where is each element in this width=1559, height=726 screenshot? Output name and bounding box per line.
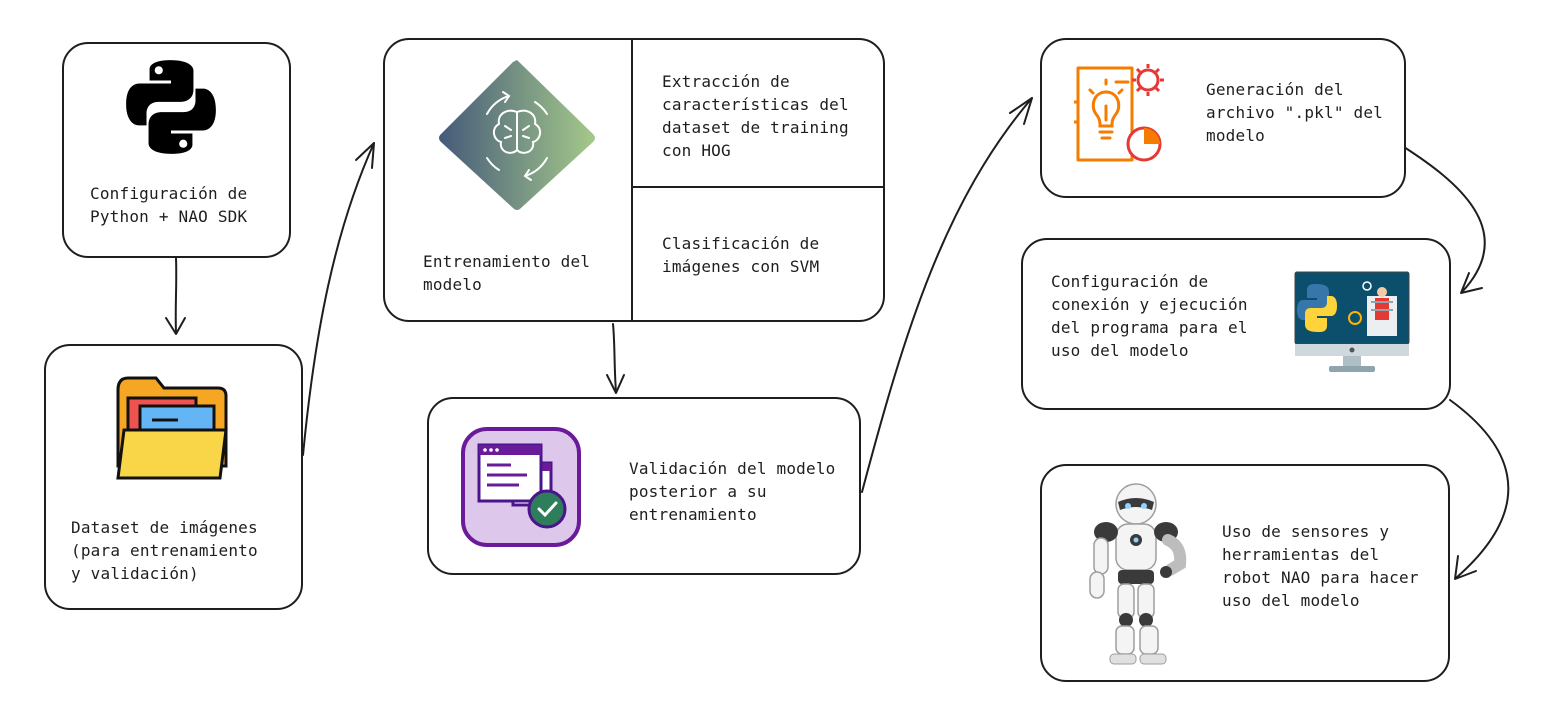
python-logo-icon [126, 60, 216, 154]
node-training: Entrenamiento del modelo Extracción de c… [383, 38, 885, 322]
nao-robot-icon [1089, 483, 1187, 665]
training-horizontal-divider [632, 186, 884, 188]
arrow-dataset-to-training [302, 142, 375, 456]
arrow-python-to-dataset [174, 257, 178, 334]
idea-document-icon [1074, 64, 1164, 162]
node-dataset: Dataset de imágenes (para entrenamiento … [44, 344, 303, 610]
nao-label: Uso de sensores y herramientas del robot… [1222, 522, 1419, 610]
arrow-pkl-to-config [1403, 146, 1486, 293]
node-python-setup: Configuración de Python + NAO SDK [62, 42, 291, 258]
arrow-training-to-validation [612, 323, 617, 393]
training-step-extract: Extracción de características del datase… [662, 72, 849, 160]
validation-label: Validación del modelo posterior a su ent… [629, 459, 836, 524]
folder-icon [116, 376, 228, 480]
validation-window-icon [461, 427, 581, 547]
dataset-label: Dataset de imágenes (para entrenamiento … [71, 518, 258, 583]
arrow-config-to-nao [1449, 399, 1510, 579]
arrow-validation-to-pkl [861, 97, 1033, 493]
python-setup-label: Configuración de Python + NAO SDK [90, 184, 248, 226]
training-vertical-divider [631, 40, 633, 320]
node-validation: Validación del modelo posterior a su ent… [427, 397, 861, 575]
node-config: Configuración de conexión y ejecución de… [1021, 238, 1451, 410]
node-pkl: Generación del archivo ".pkl" del modelo [1040, 38, 1406, 198]
ai-brain-icon [439, 60, 595, 210]
training-step-classify: Clasificación de imágenes con SVM [662, 234, 820, 276]
training-label: Entrenamiento del modelo [423, 252, 591, 294]
pkl-label: Generación del archivo ".pkl" del modelo [1206, 80, 1383, 145]
config-label: Configuración de conexión y ejecución de… [1051, 272, 1248, 360]
node-nao: Uso de sensores y herramientas del robot… [1040, 464, 1450, 682]
python-monitor-icon [1294, 271, 1410, 372]
